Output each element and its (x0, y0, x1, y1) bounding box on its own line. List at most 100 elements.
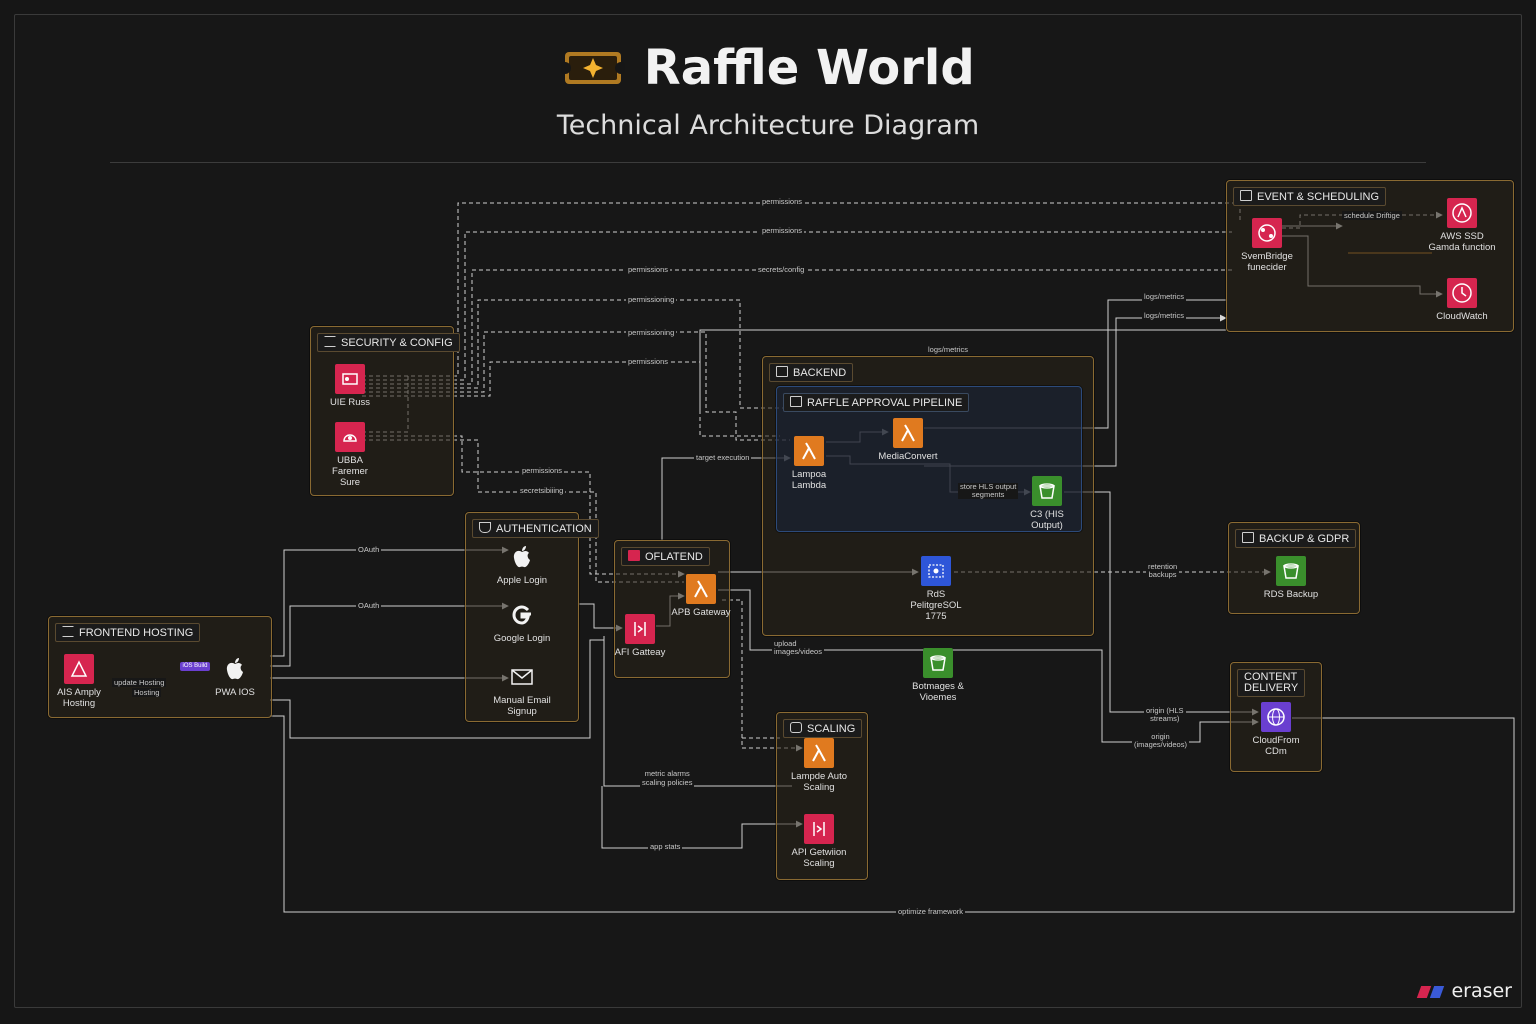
node-iam-roles[interactable]: UIE Russ (290, 364, 410, 408)
group-backup-gdpr: BACKUP & GDPR (1228, 522, 1360, 614)
cloudwatch-label: CloudWatch (1436, 311, 1488, 322)
node-rds-postgresql[interactable]: RdS PelitgreSOL 1775 (876, 556, 996, 622)
cloudwatch-icon (1447, 278, 1477, 308)
group-scaling-label: SCALING (807, 723, 856, 735)
group-content-delivery: CONTENT DELIVERY (1230, 662, 1322, 772)
mail-icon (507, 662, 537, 692)
edge-label: retention backups (1146, 562, 1180, 579)
s3-media-bucket-icon (923, 648, 953, 678)
node-eventbridge[interactable]: SvemBridge funecider (1207, 218, 1327, 273)
apple-icon (507, 542, 537, 572)
edge-logs (699, 329, 1226, 412)
node-aws-ssd[interactable]: AWS SSD Gamda function (1402, 198, 1522, 253)
group-api-label: OFLATEND (645, 551, 703, 563)
s3-output-label: C3 (HIS Output) (1030, 509, 1064, 531)
group-pipeline-label: RAFFLE APPROVAL PIPELINE (807, 397, 963, 409)
node-lambda-auto-scaling[interactable]: Lampde Auto Scaling (759, 738, 879, 793)
edge-label: permissions (626, 357, 671, 366)
group-event-label: EVENT & SCHEDULING (1257, 191, 1380, 203)
node-email-signup[interactable]: Manual Email Signup (462, 662, 582, 717)
eventbridge-icon (1252, 218, 1282, 248)
edge-label: origin (images/videos) (1132, 732, 1189, 749)
group-security-config: SECURITY & CONFIG (310, 326, 460, 496)
ios-build-badge: iOS Build (180, 662, 210, 671)
group-api: OFLATEND (614, 540, 730, 678)
edge-apigw-down (603, 636, 792, 787)
api-gateway-2-label: AFI Gatteay (614, 647, 666, 658)
edge-oauth-google (270, 602, 509, 667)
eraser-brand-label: eraser (1451, 980, 1512, 1002)
edge-label: logs/metrics (1142, 292, 1187, 301)
edge-label: logs/metrics (926, 345, 971, 354)
s3-bucket-icon (1032, 476, 1062, 506)
node-pwa-ios[interactable]: PWA IOS (175, 654, 295, 698)
group-frontend-label: FRONTEND HOSTING (79, 627, 194, 639)
eraser-brand: eraser (1417, 980, 1512, 1002)
api-scaling-label: API Getwiion Scaling (791, 847, 847, 869)
iam-roles-label: UIE Russ (329, 397, 371, 408)
node-google-login[interactable]: Google Login (462, 600, 582, 644)
node-s3-media[interactable]: Botmages & Vioemes (878, 648, 998, 703)
edge-label: schedule Driftige (1342, 211, 1402, 220)
edge-label: logs/metrics (1142, 311, 1187, 320)
api-gateway-lambda-icon (686, 574, 716, 604)
lambda-ssd-icon (1447, 198, 1477, 228)
page-subtitle: Technical Architecture Diagram (556, 110, 980, 141)
node-lambda[interactable]: Lampoa Lambda (749, 436, 869, 491)
edge-label: store HLS output segments (958, 482, 1019, 499)
edge-permissioning (362, 331, 790, 441)
edge-label: origin (HLS streams) (1144, 706, 1186, 723)
amplify-icon (64, 654, 94, 684)
amplify-label: AIS Amply Hosting (57, 687, 101, 709)
edge-label: optimize framework (896, 907, 966, 916)
node-api-gateway-2[interactable]: AFI Gatteay (580, 614, 700, 658)
apple-pwa-icon (220, 654, 250, 684)
group-raffle-approval-pipeline: RAFFLE APPROVAL PIPELINE (776, 386, 1082, 532)
edge-secrets (362, 269, 1232, 385)
lambda-label: Lampoa Lambda (791, 469, 827, 491)
api-gateway-icon (625, 614, 655, 644)
node-api-gateway[interactable]: APB Gateway (641, 574, 761, 618)
edge-label: upload images/videos (772, 639, 824, 656)
edge-permissioning (362, 299, 790, 409)
lambda-scaling-label: Lampde Auto Scaling (791, 771, 847, 793)
node-cloudfront[interactable]: CloudFrom CDm (1216, 702, 1336, 757)
edge-label: Hosting (132, 688, 162, 697)
api-scaling-icon (804, 814, 834, 844)
group-security-label: SECURITY & CONFIG (341, 337, 453, 349)
page-title: Raffle World (643, 40, 975, 96)
node-s3-hls-output[interactable]: C3 (HIS Output) (987, 476, 1107, 531)
node-amplify-hosting[interactable]: AIS Amply Hosting (19, 654, 139, 709)
lambda-scaling-icon (804, 738, 834, 768)
node-api-gateway-scaling[interactable]: API Getwiion Scaling (759, 814, 879, 869)
edge-label: permissions (760, 197, 805, 206)
edge-scaling (722, 599, 803, 752)
node-apple-login[interactable]: Apple Login (462, 542, 582, 586)
email-signup-label: Manual Email Signup (493, 695, 551, 717)
edge-permissions (362, 361, 780, 437)
group-backup-label: BACKUP & GDPR (1259, 533, 1350, 545)
edge-oauth-apple (270, 546, 509, 657)
rds-backup-label: RDS Backup (1263, 589, 1319, 600)
ticket-logo-icon (561, 52, 626, 84)
edge-label: secretsibiiing (518, 486, 566, 495)
mediaconvert-label: MediaConvert (878, 451, 938, 462)
cloudfront-label: CloudFrom CDm (1252, 735, 1300, 757)
iam-icon (335, 364, 365, 394)
aws-ssd-label: AWS SSD Gamda function (1428, 231, 1496, 253)
eventbridge-label: SvemBridge funecider (1241, 251, 1293, 273)
edge-label: OAuth (356, 545, 382, 554)
group-auth-label: AUTHENTICATION (496, 523, 592, 535)
google-login-label: Google Login (493, 633, 551, 644)
group-backend-label: BACKEND (793, 367, 847, 379)
edge-app-stats (601, 786, 803, 849)
edge-upload (718, 589, 1259, 743)
edge-label: permissioning (626, 295, 677, 304)
node-cloudwatch[interactable]: CloudWatch (1402, 278, 1522, 322)
pwa-label: PWA IOS (215, 687, 255, 698)
edge-label: permissions (520, 466, 565, 475)
node-mediaconvert[interactable]: MediaConvert (848, 418, 968, 462)
node-secrets-manager[interactable]: UBBA Faremer Sure (290, 422, 410, 488)
node-rds-backup[interactable]: RDS Backup (1231, 556, 1351, 600)
rds-icon (921, 556, 951, 586)
